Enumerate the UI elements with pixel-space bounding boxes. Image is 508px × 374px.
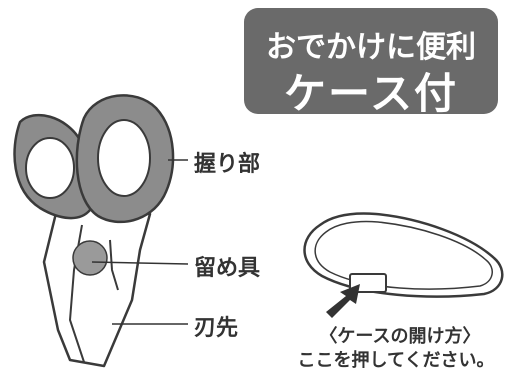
press-arrow-icon bbox=[326, 284, 360, 318]
scissor-blades bbox=[42, 203, 152, 368]
label-stopper: 留め具 bbox=[194, 256, 261, 281]
case-illustration bbox=[303, 212, 504, 298]
case-caption-instruction: ここを押してください。 bbox=[297, 350, 495, 371]
label-grip: 握り部 bbox=[194, 152, 261, 177]
portable-case-badge: おでかけに便利 ケース付 bbox=[244, 8, 498, 118]
badge-line2: ケース付 bbox=[284, 69, 458, 118]
stopper-leader-line bbox=[91, 261, 189, 265]
label-blade: 刃先 bbox=[194, 316, 239, 341]
stopper-knob bbox=[72, 240, 108, 276]
scissors-illustration bbox=[13, 94, 175, 368]
case-caption-title: 〈ケースの開け方〉 bbox=[319, 326, 481, 347]
badge-line1: おでかけに便利 bbox=[266, 30, 476, 65]
